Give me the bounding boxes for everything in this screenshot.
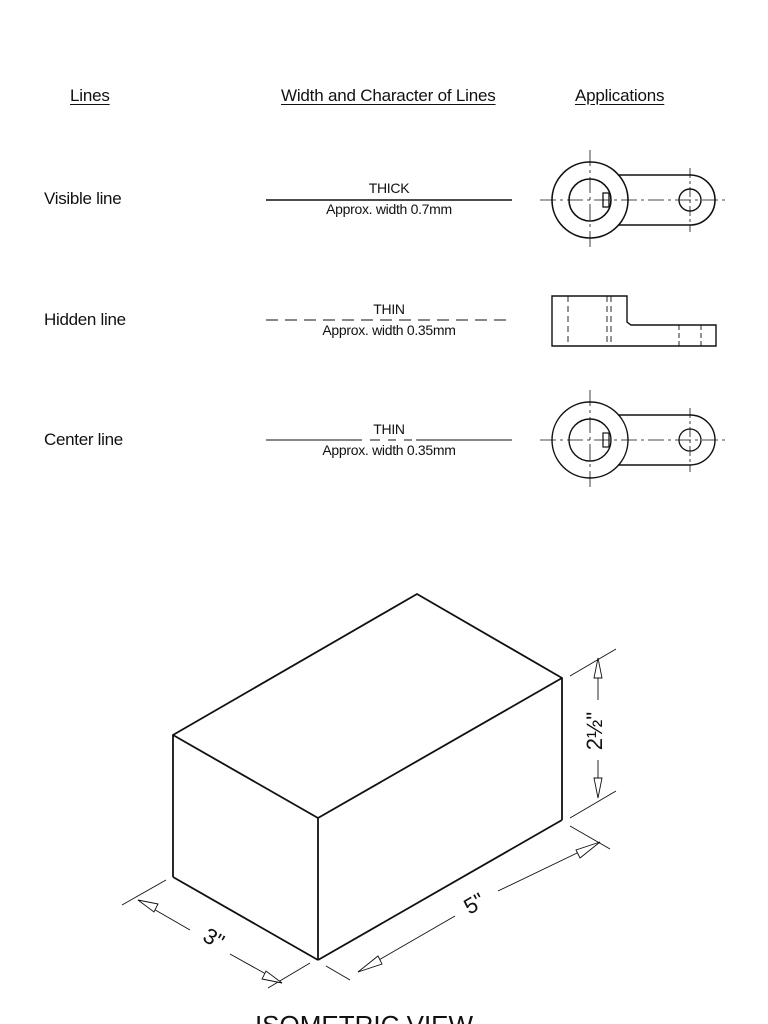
row-label-center: Center line [44,430,123,449]
height-dimension [569,648,617,819]
visible-line-spec: THICK Approx. width 0.7mm [266,180,512,217]
isometric-box [172,593,563,961]
hidden-line-spec: THIN Approx. width 0.35mm [266,301,512,338]
visible-line-application [540,150,728,250]
length-dimension [325,825,611,981]
isometric-caption: ISOMETRIC VIEW [255,1010,474,1024]
header-applications: Applications [575,86,665,105]
row-label-hidden: Hidden line [44,310,126,329]
length-dimension-label: 5" [459,888,489,920]
center-line-width: Approx. width 0.35mm [322,442,456,458]
width-dimension-label: 3" [199,923,229,955]
visible-line-width: Approx. width 0.7mm [326,201,452,217]
visible-line-weight: THICK [368,180,410,196]
center-line-application [540,390,728,490]
hidden-line-application [551,295,717,347]
width-dimension [121,879,311,989]
header-lines: Lines [70,86,110,105]
height-dimension-label: 2½" [582,712,607,750]
center-line-weight: THIN [373,421,405,437]
row-label-visible: Visible line [44,189,122,208]
center-line-spec: THIN Approx. width 0.35mm [266,421,512,458]
header-width-character: Width and Character of Lines [281,86,496,105]
hidden-line-weight: THIN [373,301,405,317]
hidden-line-width: Approx. width 0.35mm [322,322,456,338]
